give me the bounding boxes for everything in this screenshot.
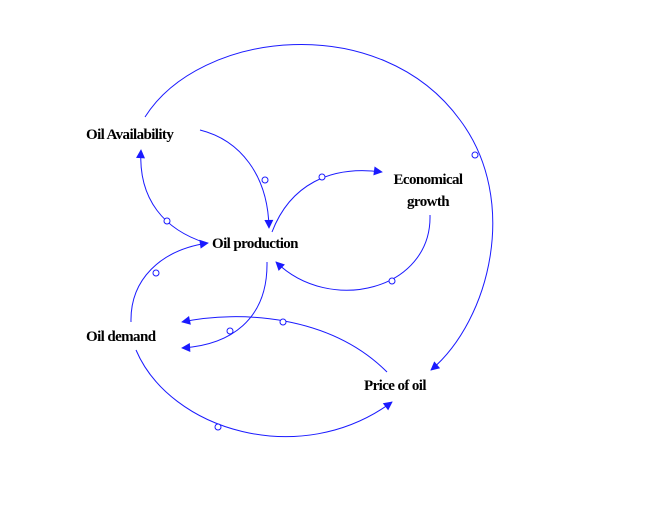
node-oil-production[interactable]: Oil production [212, 236, 299, 252]
link-demand-to-price [135, 349, 393, 438]
link-marker-circle [261, 176, 269, 184]
link-marker-circle [471, 151, 479, 159]
node-label-line: growth [407, 194, 450, 210]
link-availability-to-production [199, 129, 274, 229]
link-marker-circle [279, 318, 287, 326]
link-availability-to-price [144, 43, 494, 371]
link-production-to-demand [181, 261, 268, 352]
link-marker-circle [152, 269, 160, 277]
node-oil-availability[interactable]: Oil Availability [86, 127, 174, 143]
node-price-of-oil[interactable]: Price of oil [364, 378, 427, 394]
link-marker-circle [226, 327, 234, 335]
node-label-line: Economical [393, 172, 464, 188]
link-marker-circle [388, 277, 396, 285]
link-production-to-availability [136, 149, 207, 244]
link-marker-circle [318, 173, 326, 181]
link-demand-to-production [130, 239, 209, 323]
node-economical-growth[interactable]: Economical growth [380, 169, 476, 213]
link-marker-circle [214, 423, 222, 431]
link-production-to-growth [271, 166, 383, 233]
node-oil-demand[interactable]: Oil demand [86, 329, 156, 345]
link-marker-circle [163, 217, 171, 225]
link-growth-to-production [275, 214, 431, 291]
